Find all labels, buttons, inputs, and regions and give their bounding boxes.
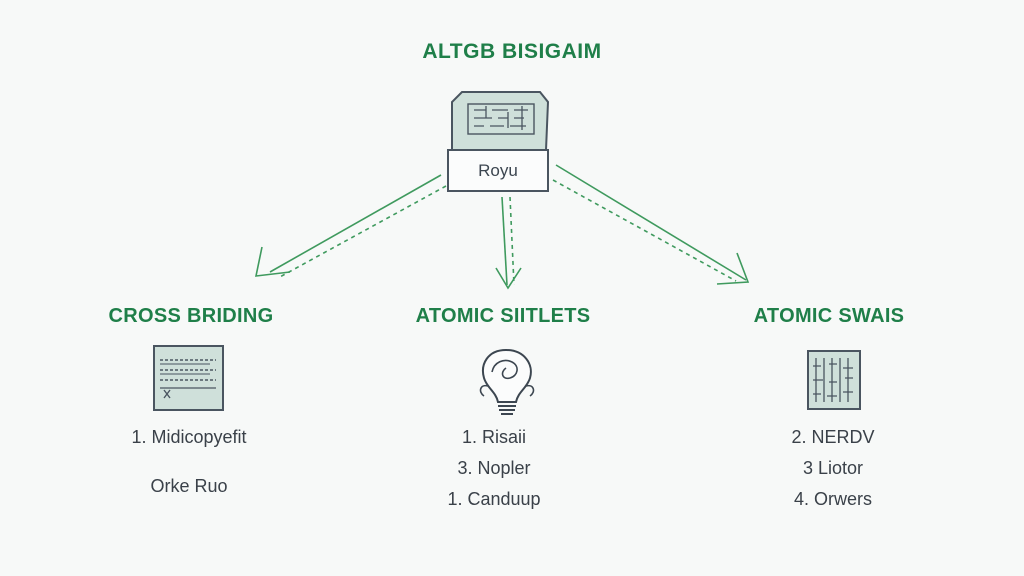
arrow-to-cross-bridging	[254, 174, 447, 279]
list-atomic-swais: 2. NERDV 3 Liotor 4. Orwers	[723, 422, 943, 515]
arrow-to-atomic-siitlets	[495, 196, 522, 290]
list-item: 1. Midicopyefit	[131, 427, 247, 447]
list-item: 2. NERDV	[791, 427, 875, 447]
heading-cross-briding: CROSS BRIDING	[108, 305, 274, 327]
root-node: Royu	[447, 149, 549, 192]
list-item: 3. Nopler	[457, 458, 531, 478]
circuit-board-icon	[807, 350, 861, 410]
list-item: 3 Liotor	[802, 458, 864, 478]
list-item: 4. Orwers	[793, 489, 872, 509]
list-item: Orke Ruo	[150, 476, 228, 496]
lightbulb-icon	[479, 348, 535, 415]
list-item: 1. Canduup	[447, 489, 541, 509]
arrow-to-atomic-swais	[552, 164, 750, 285]
list-cross-briding: 1. Midicopyefit Orke Ruo	[79, 422, 299, 502]
document-icon	[153, 345, 224, 411]
list-item: 1. Risaii	[461, 427, 527, 447]
heading-atomic-swais: ATOMIC SWAIS	[753, 305, 905, 327]
server-rack-icon	[451, 91, 550, 151]
diagram-title: ALTGB BISIGAIM	[422, 40, 602, 63]
list-atomic-siitlets: 1. Risaii 3. Nopler 1. Canduup	[384, 422, 604, 515]
heading-atomic-siitlets: ATOMIC SIITLETS	[415, 305, 591, 327]
root-node-label: Royu	[478, 160, 518, 180]
